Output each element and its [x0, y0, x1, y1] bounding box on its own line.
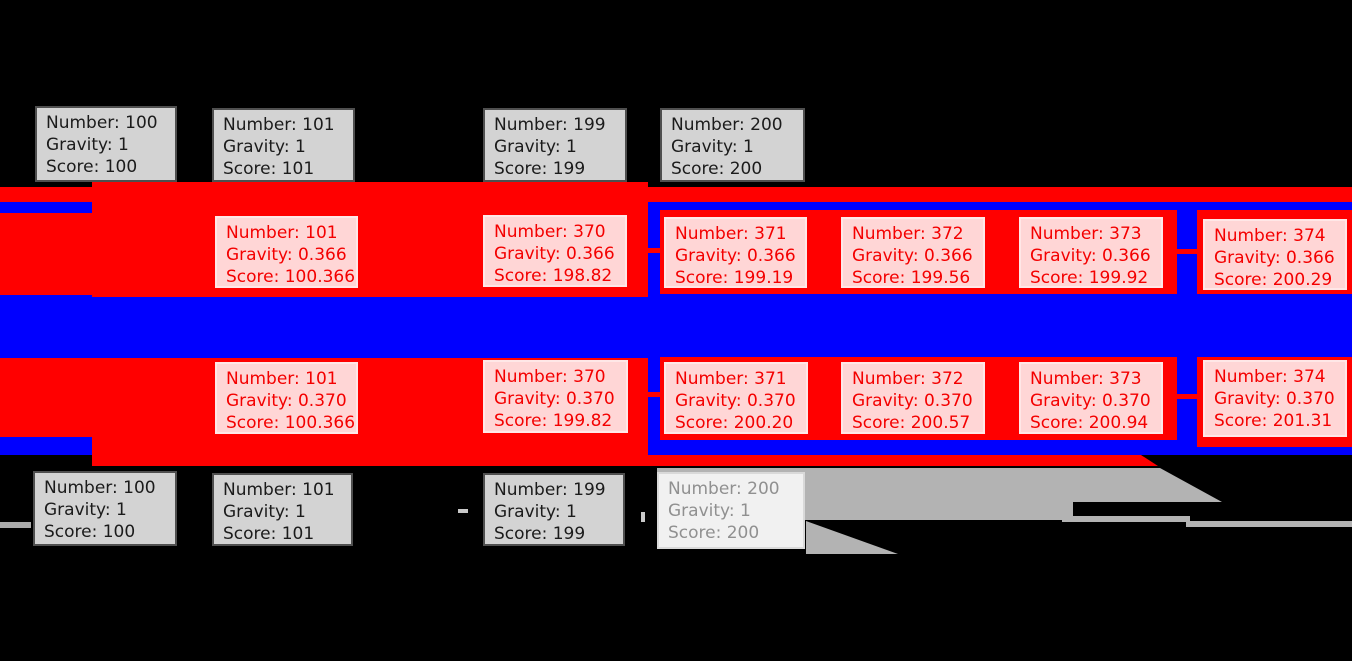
score-line: Score: 199.56 — [852, 268, 971, 288]
gravity-line: Gravity: 0.370 — [1030, 391, 1151, 411]
number-line: Number: 200 — [668, 479, 780, 499]
score-line: Score: 199 — [494, 159, 586, 179]
number-line: Number: 101 — [226, 369, 338, 389]
number-line: Number: 101 — [223, 480, 335, 500]
item-box-bottom-101: Number: 101 Gravity: 1 Score: 101 — [212, 473, 353, 546]
gravity-line: Gravity: 1 — [223, 502, 306, 522]
number-line: Number: 374 — [1214, 367, 1326, 387]
number-line: Number: 373 — [1030, 369, 1142, 389]
item-box-band2-374: Number: 374 Gravity: 0.370 Score: 201.31 — [1203, 360, 1347, 437]
item-box-top-200: Number: 200 Gravity: 1 Score: 200 — [660, 108, 805, 182]
item-box-bottom-100: Number: 100 Gravity: 1 Score: 100 — [33, 471, 177, 546]
number-line: Number: 199 — [494, 115, 606, 135]
score-line: Score: 101 — [223, 159, 315, 179]
ellipsis-mark — [458, 509, 468, 513]
gray-arrow-tail-segment — [1186, 521, 1352, 527]
score-line: Score: 199.92 — [1030, 268, 1149, 288]
gravity-line: Gravity: 1 — [223, 137, 306, 157]
gravity-line: Gravity: 1 — [494, 137, 577, 157]
score-line: Score: 199.19 — [675, 268, 794, 288]
number-line: Number: 374 — [1214, 226, 1326, 246]
score-line: Score: 200.94 — [1030, 413, 1149, 433]
gravity-line: Gravity: 1 — [671, 137, 754, 157]
red-band-1-left — [0, 213, 92, 295]
number-line: Number: 371 — [675, 224, 787, 244]
item-box-band1-101: Number: 101 Gravity: 0.366 Score: 100.36… — [215, 216, 358, 288]
number-line: Number: 200 — [671, 115, 783, 135]
item-box-band2-373: Number: 373 Gravity: 0.370 Score: 200.94 — [1019, 362, 1163, 434]
number-line: Number: 371 — [675, 369, 787, 389]
score-line: Score: 100.366 — [226, 413, 356, 433]
item-box-bottom-200-faded: Number: 200 Gravity: 1 Score: 200 — [657, 472, 805, 549]
item-box-band1-370: Number: 370 Gravity: 0.366 Score: 198.82 — [483, 215, 627, 287]
number-line: Number: 101 — [226, 223, 338, 243]
gravity-line: Gravity: 0.366 — [852, 246, 973, 266]
score-line: Score: 199.82 — [494, 411, 613, 431]
number-line: Number: 199 — [494, 480, 606, 500]
gravity-line: Gravity: 1 — [44, 500, 127, 520]
score-line: Score: 200.29 — [1214, 270, 1333, 290]
score-line: Score: 199 — [494, 524, 586, 544]
connector-dash — [1175, 394, 1198, 399]
score-line: Score: 200.57 — [852, 413, 971, 433]
gravity-line: Gravity: 0.366 — [494, 244, 615, 264]
gravity-line: Gravity: 1 — [668, 501, 751, 521]
item-box-top-100: Number: 100 Gravity: 1 Score: 100 — [35, 106, 177, 182]
red-band-2-left — [0, 358, 92, 437]
number-line: Number: 100 — [44, 478, 156, 498]
item-box-band1-373: Number: 373 Gravity: 0.366 Score: 199.92 — [1019, 217, 1163, 288]
score-line: Score: 100.366 — [226, 267, 356, 287]
gravity-line: Gravity: 0.366 — [1030, 246, 1151, 266]
number-line: Number: 101 — [223, 115, 335, 135]
number-line: Number: 373 — [1030, 224, 1142, 244]
item-box-band2-371: Number: 371 Gravity: 0.370 Score: 200.20 — [664, 362, 808, 434]
score-line: Score: 200.20 — [675, 413, 794, 433]
ellipsis-mark — [641, 512, 645, 522]
gravity-line: Gravity: 0.370 — [1214, 389, 1335, 409]
number-line: Number: 370 — [494, 222, 606, 242]
gray-arrow-tail-segment — [1062, 516, 1190, 522]
item-box-band2-372: Number: 372 Gravity: 0.370 Score: 200.57 — [841, 362, 985, 434]
gravity-line: Gravity: 0.370 — [494, 389, 615, 409]
red-bottom-stripe — [648, 455, 1158, 466]
number-line: Number: 372 — [852, 224, 964, 244]
item-box-top-199: Number: 199 Gravity: 1 Score: 199 — [483, 108, 627, 182]
gravity-line: Gravity: 0.370 — [675, 391, 796, 411]
item-box-band2-370: Number: 370 Gravity: 0.370 Score: 199.82 — [483, 360, 628, 433]
score-line: Score: 100 — [44, 522, 136, 542]
score-line: Score: 198.82 — [494, 266, 613, 286]
number-line: Number: 370 — [494, 367, 606, 387]
gravity-line: Gravity: 0.366 — [675, 246, 796, 266]
connector-dash — [1175, 249, 1198, 254]
gravity-line: Gravity: 0.366 — [1214, 248, 1335, 268]
item-box-band1-372: Number: 372 Gravity: 0.366 Score: 199.56 — [841, 217, 985, 288]
item-box-bottom-199: Number: 199 Gravity: 1 Score: 199 — [483, 473, 625, 546]
score-line: Score: 201.31 — [1214, 411, 1333, 431]
gravity-line: Gravity: 1 — [494, 502, 577, 522]
score-line: Score: 200 — [671, 159, 763, 179]
item-box-band1-374: Number: 374 Gravity: 0.366 Score: 200.29 — [1203, 219, 1347, 290]
gravity-line: Gravity: 0.370 — [226, 391, 347, 411]
gravity-line: Gravity: 0.370 — [852, 391, 973, 411]
score-line: Score: 100 — [46, 157, 138, 177]
connector-dash — [640, 392, 665, 397]
number-line: Number: 100 — [46, 113, 158, 133]
number-line: Number: 372 — [852, 369, 964, 389]
item-box-top-101: Number: 101 Gravity: 1 Score: 101 — [212, 108, 355, 182]
gravity-line: Gravity: 1 — [46, 135, 129, 155]
item-box-band1-371: Number: 371 Gravity: 0.366 Score: 199.19 — [664, 217, 807, 288]
gravity-line: Gravity: 0.366 — [226, 245, 347, 265]
score-line: Score: 200 — [668, 523, 760, 543]
gray-wrap-line — [0, 522, 31, 528]
gray-arrow-wedge — [806, 521, 898, 554]
connector-dash — [640, 248, 665, 253]
item-box-band2-101: Number: 101 Gravity: 0.370 Score: 100.36… — [215, 362, 358, 434]
score-line: Score: 101 — [223, 524, 315, 544]
